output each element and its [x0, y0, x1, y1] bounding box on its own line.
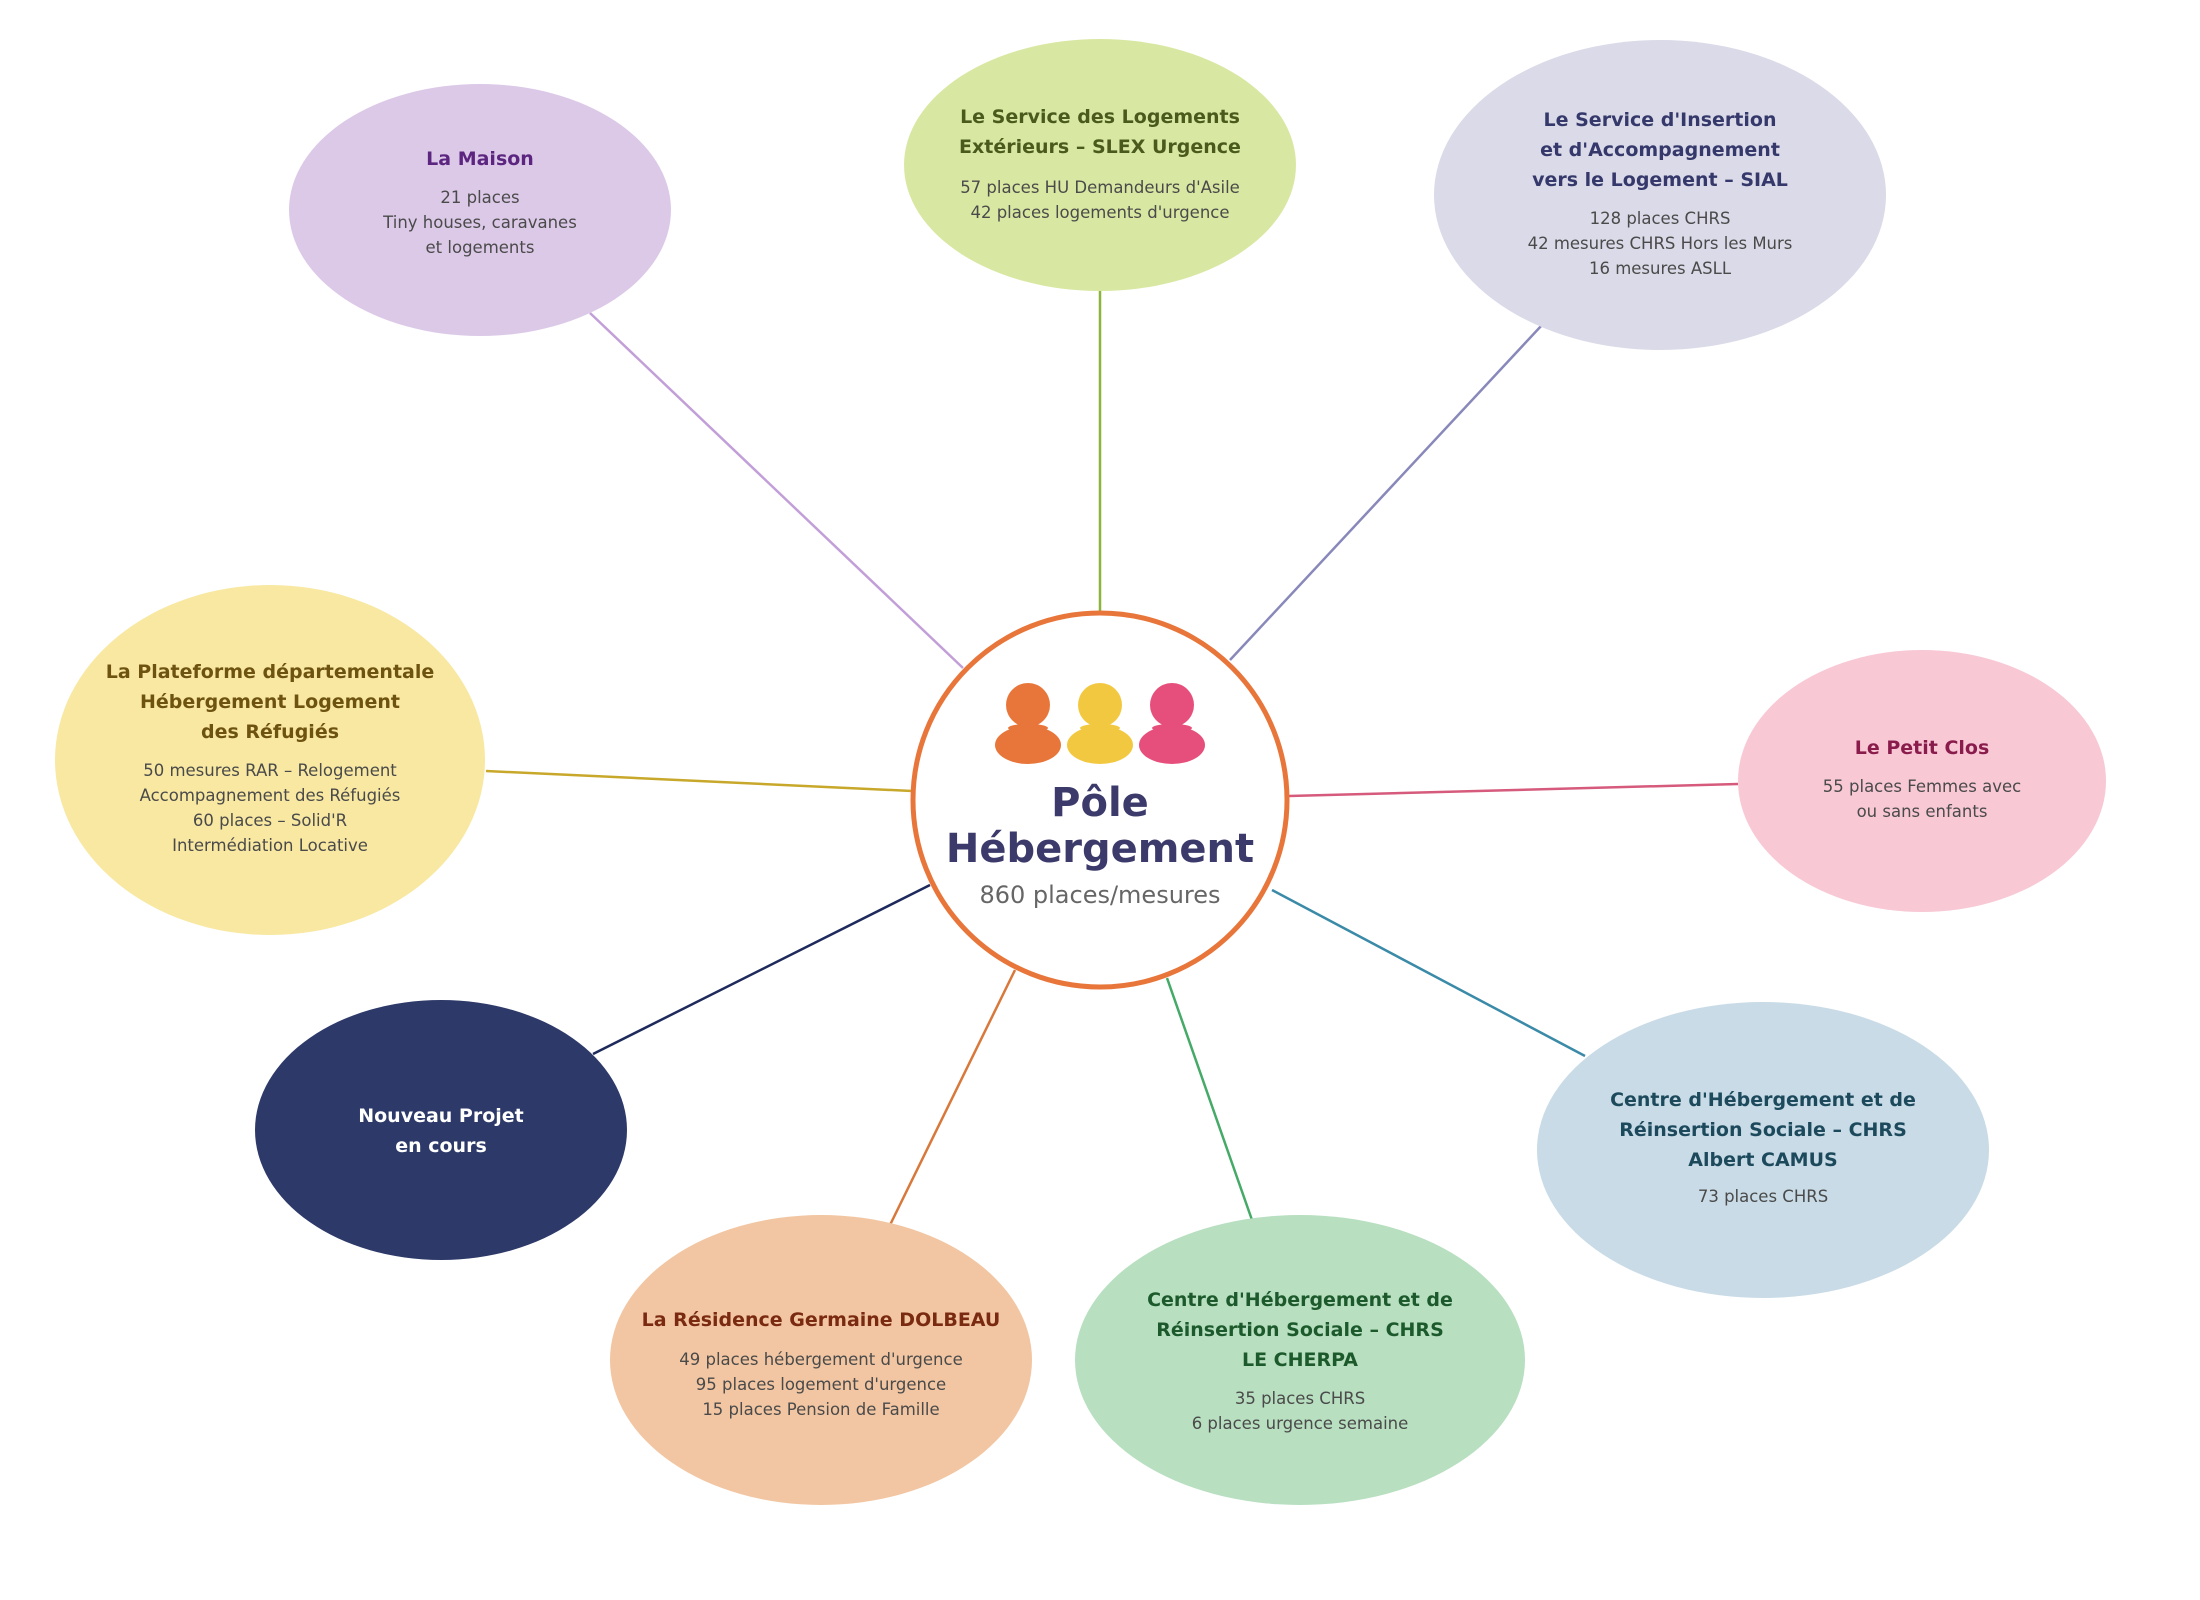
person-icon	[995, 683, 1061, 764]
people-icons	[995, 683, 1205, 764]
node-body-line: 49 places hébergement d'urgence	[679, 1350, 963, 1369]
node-ellipse	[1434, 40, 1886, 350]
connector-petit-clos	[1288, 782, 1739, 798]
connector-la-maison	[589, 312, 964, 669]
node-title-line: Centre d'Hébergement et de	[1610, 1089, 1916, 1111]
node-title-line: Réinsertion Sociale – CHRS	[1619, 1119, 1907, 1141]
node-title-line: Le Service des Logements	[960, 106, 1240, 128]
node-body-line: 35 places CHRS	[1235, 1389, 1365, 1408]
node-title-line: Hébergement Logement	[140, 691, 400, 713]
node-body-line: 50 mesures RAR – Relogement	[143, 761, 397, 780]
node-body-line: 57 places HU Demandeurs d'Asile	[960, 178, 1240, 197]
connector-plateforme	[485, 769, 913, 793]
node-title-line: en cours	[395, 1135, 487, 1157]
node-body-line: 42 places logements d'urgence	[970, 203, 1229, 222]
node-chrs-camus[interactable]: Centre d'Hébergement et de Réinsertion So…	[1537, 1002, 1989, 1298]
node-ellipse	[1075, 1215, 1525, 1505]
connector-chrs-cherpa	[1165, 977, 1254, 1221]
node-title-line: La Résidence Germaine DOLBEAU	[642, 1309, 1001, 1331]
connector-sial	[1229, 324, 1543, 661]
connector-chrs-camus	[1271, 888, 1586, 1058]
node-body-line: 60 places – Solid'R	[193, 811, 347, 830]
node-body-line: ou sans enfants	[1857, 802, 1988, 821]
node-title-line: Centre d'Hébergement et de	[1147, 1289, 1453, 1311]
node-body-line: Intermédiation Locative	[172, 836, 368, 855]
node-sial[interactable]: Le Service d'Insertion et d'Accompagnemen…	[1434, 40, 1886, 350]
node-nouveau-projet[interactable]: Nouveau Projet en cours	[255, 1000, 627, 1260]
node-title-line: Nouveau Projet	[358, 1105, 524, 1127]
node-dolbeau[interactable]: La Résidence Germaine DOLBEAU 49 places h…	[610, 1215, 1032, 1505]
node-body-line: 21 places	[440, 188, 519, 207]
center-title-line2: Hébergement	[946, 826, 1254, 872]
node-ellipse	[289, 84, 671, 336]
node-title-line: La Maison	[426, 148, 534, 170]
node-body-line: et logements	[426, 238, 535, 257]
connectors	[485, 291, 1739, 1226]
node-title-line: Réinsertion Sociale – CHRS	[1156, 1319, 1444, 1341]
node-body-line: Tiny houses, caravanes	[382, 213, 577, 232]
center-title-line1: Pôle	[1051, 780, 1149, 826]
node-ellipse	[1537, 1002, 1989, 1298]
node-ellipse	[610, 1215, 1032, 1505]
node-plateforme[interactable]: La Plateforme départementaleHébergement …	[55, 585, 485, 935]
node-title-line: Albert CAMUS	[1688, 1149, 1837, 1171]
node-title-line: Extérieurs – SLEX Urgence	[959, 136, 1241, 158]
node-body-line: Accompagnement des Réfugiés	[140, 786, 401, 805]
node-ellipse	[1738, 650, 2106, 912]
node-title-line: vers le Logement – SIAL	[1532, 169, 1788, 191]
node-chrs-cherpa[interactable]: Centre d'Hébergement et de Réinsertion So…	[1075, 1215, 1525, 1505]
node-body-line: 73 places CHRS	[1698, 1187, 1828, 1206]
node-ellipse	[55, 585, 485, 935]
center-subtitle: 860 places/mesures	[979, 881, 1220, 909]
node-body-line: 95 places logement d'urgence	[696, 1375, 946, 1394]
person-icon	[1067, 683, 1133, 764]
node-title-line: Le Service d'Insertion	[1544, 109, 1777, 131]
node-title-line: LE CHERPA	[1242, 1349, 1358, 1371]
node-petit-clos[interactable]: Le Petit Clos 55 places Femmes avec ou san…	[1738, 650, 2106, 912]
node-body-line: 6 places urgence semaine	[1192, 1414, 1409, 1433]
node-title-line: La Plateforme départementale	[106, 661, 435, 683]
connector-dolbeau	[888, 969, 1017, 1226]
node-ellipse	[255, 1000, 627, 1260]
node-body-line: 15 places Pension de Famille	[702, 1400, 939, 1419]
node-body-line: 128 places CHRS	[1590, 209, 1731, 228]
person-icon	[1139, 683, 1205, 764]
node-title-line: des Réfugiés	[201, 721, 339, 743]
center-node[interactable]: Pôle Hébergement 860 places/mesures	[910, 610, 1290, 990]
node-body-line: 55 places Femmes avec	[1823, 777, 2021, 796]
connector-nouveau-projet	[592, 883, 931, 1056]
node-ellipse	[904, 39, 1296, 291]
node-title-line: et d'Accompagnement	[1540, 139, 1780, 161]
node-title-line: Le Petit Clos	[1855, 737, 1990, 759]
node-body-line: 16 mesures ASLL	[1589, 259, 1732, 278]
node-body-line: 42 mesures CHRS Hors les Murs	[1528, 234, 1793, 253]
